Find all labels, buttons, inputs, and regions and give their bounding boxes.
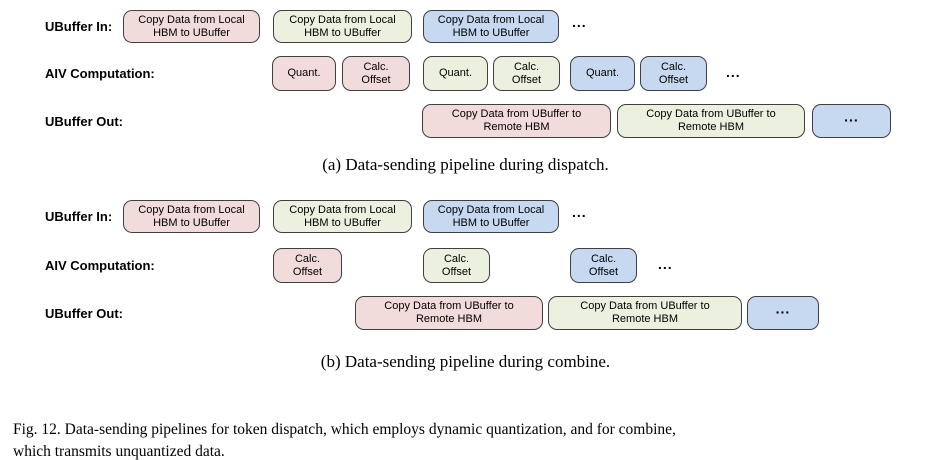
block-copy-out-chunk2: Copy Data from UBuffer to Remote HBM: [548, 296, 742, 330]
ellipsis-row-in: ...: [572, 204, 587, 220]
ellipsis-row-compute: ...: [658, 256, 673, 272]
row-label-ubuffer-out: UBuffer Out:: [45, 306, 123, 321]
block-quant-chunk2: Quant.: [423, 56, 488, 91]
block-copy-out-chunk2: Copy Data from UBuffer to Remote HBM: [617, 104, 805, 138]
row-label-ubuffer-in: UBuffer In:: [45, 209, 113, 224]
block-copy-in-chunk1: Copy Data from Local HBM to UBuffer: [123, 200, 260, 233]
block-copy-in-chunk3: Copy Data from Local HBM to UBuffer: [423, 200, 559, 233]
block-copy-in-chunk1: Copy Data from Local HBM to UBuffer: [123, 10, 260, 43]
block-copy-in-chunk2: Copy Data from Local HBM to UBuffer: [273, 200, 412, 233]
block-copy-out-more: ...: [747, 296, 819, 330]
block-calc-offset-chunk3: Calc. Offset: [640, 56, 707, 91]
row-label-ubuffer-out: UBuffer Out:: [45, 114, 123, 129]
row-label-aiv-computation: AIV Computation:: [45, 258, 155, 273]
figure-caption: Fig. 12. Data-sending pipelines for toke…: [13, 420, 676, 460]
block-calc-offset-chunk1: Calc. Offset: [342, 56, 410, 91]
block-copy-in-chunk2: Copy Data from Local HBM to UBuffer: [273, 10, 412, 43]
subcaption-b: (b) Data-sending pipeline during combine…: [320, 352, 611, 371]
row-label-ubuffer-in: UBuffer In:: [45, 19, 113, 34]
block-quant-chunk3: Quant.: [570, 56, 635, 91]
block-calc-offset-chunk2: Calc. Offset: [423, 248, 490, 283]
block-calc-offset-chunk1: Calc. Offset: [273, 248, 342, 283]
subcaption-a: (a) Data-sending pipeline during dispatc…: [322, 155, 609, 174]
ellipsis-row-compute: ...: [726, 64, 741, 80]
ellipsis-row-in: ...: [572, 14, 587, 30]
block-copy-out-chunk1: Copy Data from UBuffer to Remote HBM: [355, 296, 543, 330]
block-calc-offset-chunk3: Calc. Offset: [570, 248, 637, 283]
block-quant-chunk1: Quant.: [272, 56, 336, 91]
block-calc-offset-chunk2: Calc. Offset: [493, 56, 560, 91]
block-copy-out-more: ...: [812, 104, 891, 138]
row-label-aiv-computation: AIV Computation:: [45, 66, 155, 81]
block-copy-in-chunk3: Copy Data from Local HBM to UBuffer: [423, 10, 559, 43]
block-copy-out-chunk1: Copy Data from UBuffer to Remote HBM: [422, 104, 611, 138]
